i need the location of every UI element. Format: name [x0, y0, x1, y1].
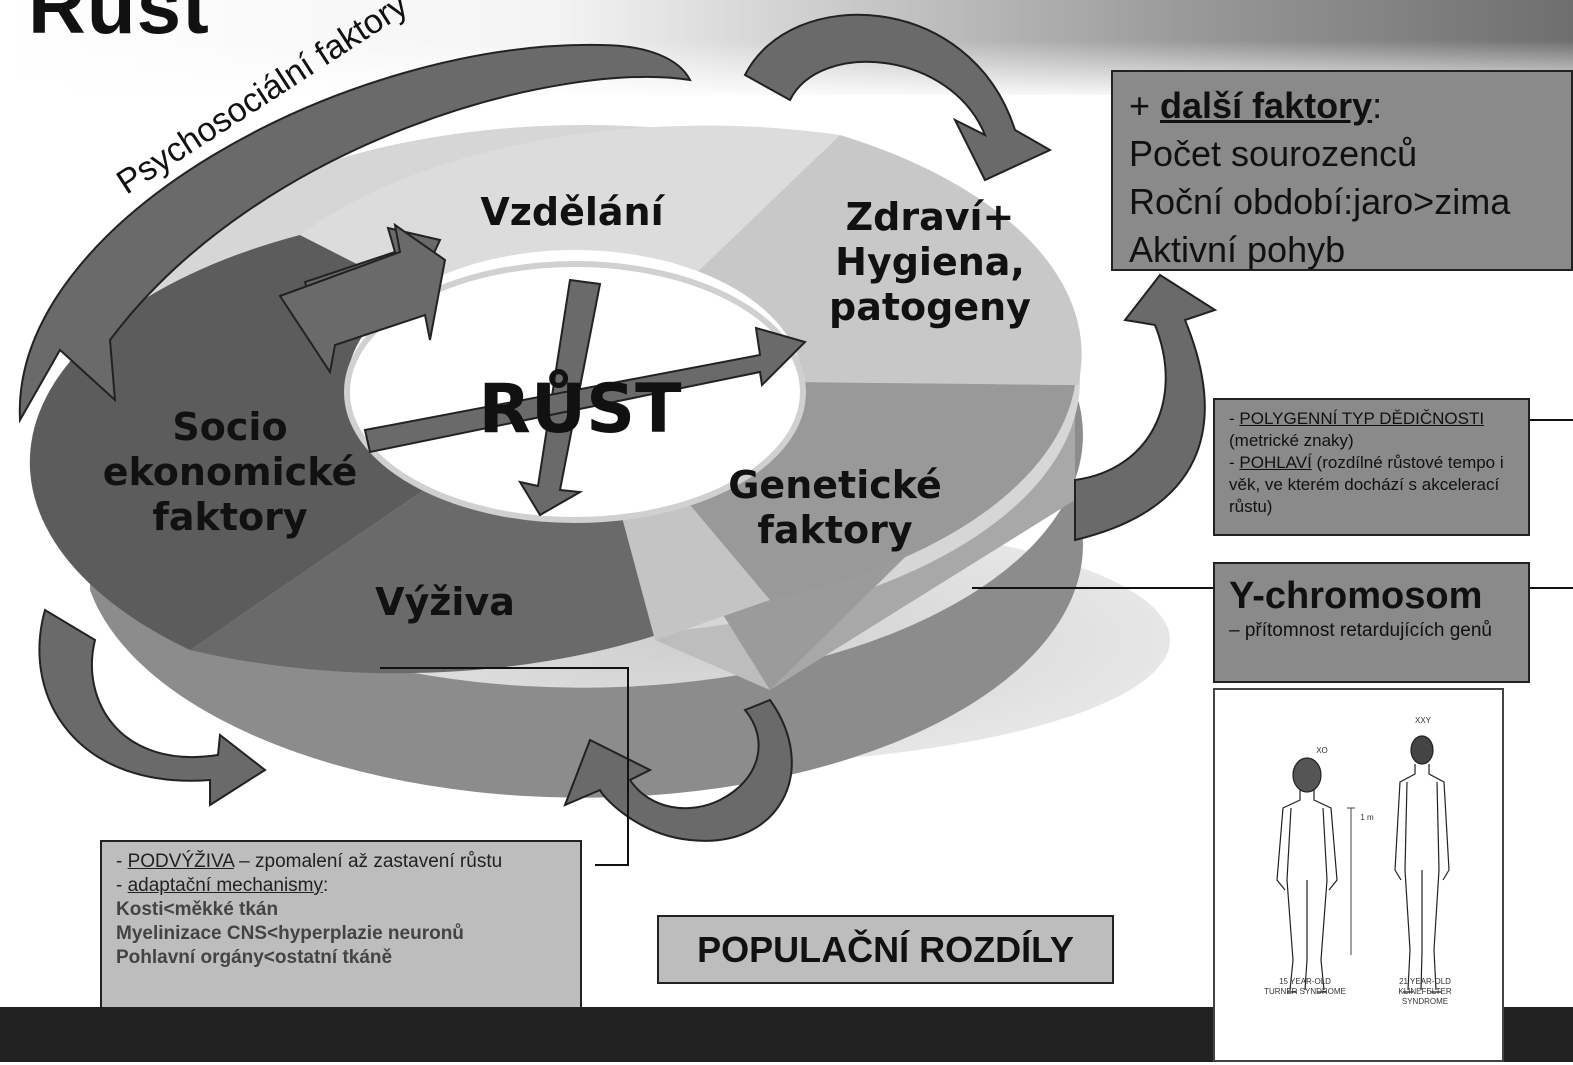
- adaptacni-item: Pohlavní orgány<ostatní tkáně: [116, 947, 393, 968]
- center-label: RŮST: [478, 370, 682, 449]
- arrow-top-right: [743, 13, 1053, 182]
- zdravi-line: patogeny: [829, 284, 1031, 329]
- ychromosom-heading: Y-chromosom: [1229, 575, 1483, 617]
- syndrome-figure: XO XXY 1 m 15 YEAR-OLD TURNER SYNDROME 2…: [1213, 688, 1504, 1062]
- label-xxy: XXY: [1414, 716, 1431, 725]
- podvyziva-line: - PODVÝŽIVA – zpomalení až zastavení růs…: [116, 851, 503, 872]
- psychosocial-arc: [18, 43, 692, 424]
- ychromosom-box: Y-chromosom – přítomnost retardujících g…: [1213, 562, 1530, 683]
- adaptacni-line: - adaptační mechanismy:: [116, 875, 329, 896]
- segment-label-vyziva: Výživa: [375, 580, 515, 624]
- figure-drawing: [1276, 735, 1450, 993]
- klinefelter-figure: [1394, 735, 1450, 993]
- caption-line: SYNDROME: [1401, 997, 1449, 1006]
- caption-line: KLINEFELTER: [1398, 987, 1452, 996]
- ring-side: [90, 390, 1083, 798]
- arrow-bottom-center: [563, 698, 793, 842]
- turner-figure: [1276, 757, 1338, 993]
- label-xo: XO: [1316, 746, 1328, 755]
- geneticke-line: Genetické: [728, 463, 942, 507]
- socio-line: Socio: [172, 405, 288, 449]
- dalsi-faktory-heading: + další faktory:: [1129, 85, 1383, 126]
- socio-line: faktory: [152, 494, 308, 539]
- adaptacni-item: Myelinizace CNS<hyperplazie neuronů: [116, 923, 464, 944]
- ychromosom-text: – přítomnost retardujících genů: [1229, 620, 1492, 641]
- caption-line: TURNER SYNDROME: [1264, 987, 1346, 996]
- socio-line: ekonomické: [102, 449, 358, 494]
- zdravi-line: Zdraví+: [845, 195, 1015, 239]
- arrow-center-right: [363, 326, 807, 454]
- segment-label-geneticke: Genetické faktory: [700, 463, 970, 553]
- adaptacni-item: Kosti<měkké tkán: [116, 899, 279, 920]
- segment-label-socio: Socio ekonomické faktory: [85, 405, 375, 539]
- populacni-rozdily-box: POPULAČNÍ ROZDÍLY: [657, 915, 1114, 984]
- dalsi-faktory-box: + další faktory: Počet sourozenců Roční …: [1111, 70, 1573, 271]
- caption-line: 21 YEAR-OLD: [1399, 977, 1451, 986]
- dalsi-faktory-item: Roční období:jaro>zima: [1129, 181, 1511, 222]
- arrow-right-up: [1074, 273, 1218, 542]
- caption-turner: 15 YEAR-OLD TURNER SYNDROME: [1245, 977, 1365, 997]
- caption-line: 15 YEAR-OLD: [1279, 977, 1331, 986]
- segment-label-zdravi: Zdraví+ Hygiena, patogeny: [810, 195, 1050, 329]
- caption-klinefelter: 21 YEAR-OLD KLINEFELTER SYNDROME: [1375, 977, 1475, 1007]
- geneticke-line: faktory: [757, 507, 913, 552]
- polygenni-box: - POLYGENNÍ TYP DĚDIČNOSTI (metrické zna…: [1213, 398, 1530, 536]
- dalsi-faktory-item: Aktivní pohyb: [1129, 229, 1346, 270]
- zdravi-line: Hygiena,: [835, 239, 1025, 284]
- connector-vyziva: [380, 667, 629, 866]
- label-scale: 1 m: [1360, 813, 1374, 822]
- page-title: Růst: [28, 0, 210, 50]
- segment-label-vzdelani: Vzdělání: [480, 190, 664, 234]
- podvyziva-box: - PODVÝŽIVA – zpomalení až zastavení růs…: [100, 840, 582, 1013]
- dalsi-faktory-item: Počet sourozenců: [1129, 133, 1418, 174]
- arrow-bottom-left: [38, 608, 267, 807]
